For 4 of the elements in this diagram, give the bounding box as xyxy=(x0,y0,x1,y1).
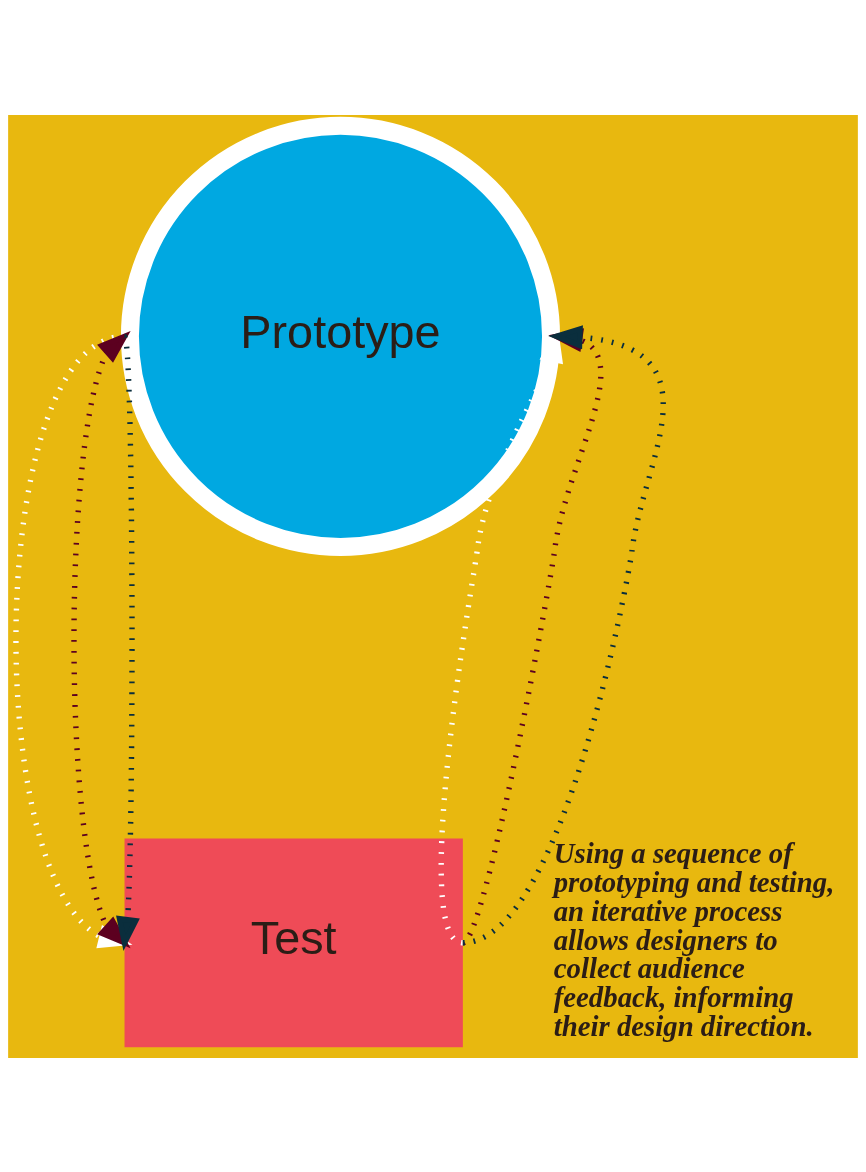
node-circle: Prototype xyxy=(120,116,561,556)
label: Using a sequence of prototyping and testing, an iterative process allows designers to collect audience feedback, informing their design direction. xyxy=(553,836,835,1042)
node-box: Test xyxy=(124,837,463,1047)
arrow xyxy=(116,335,140,951)
